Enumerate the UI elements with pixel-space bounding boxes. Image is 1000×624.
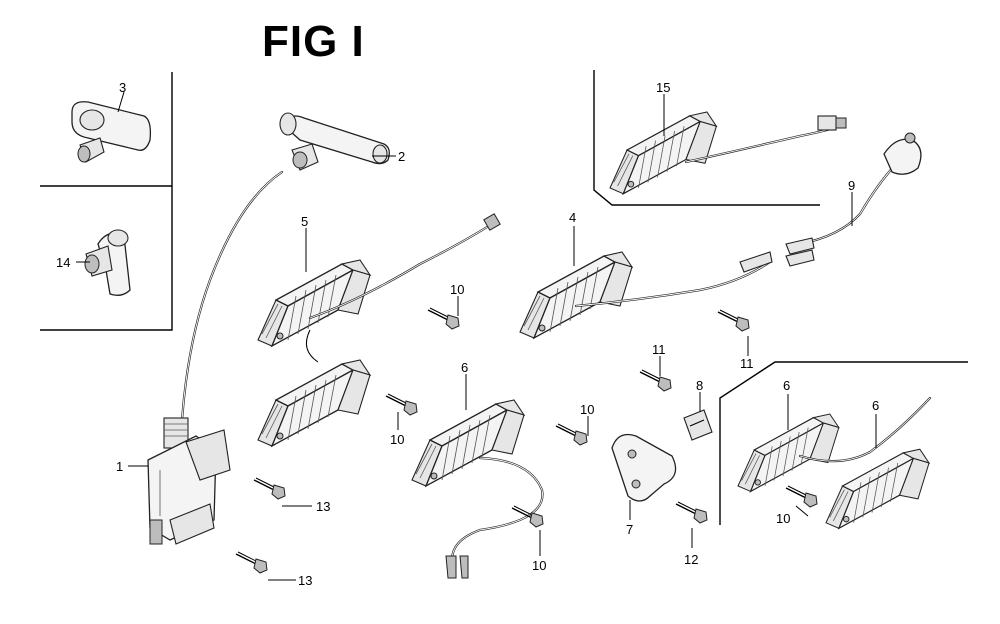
callout-10-e: 10 <box>776 511 790 526</box>
bolt-13-b <box>235 551 268 574</box>
bolt-11-b <box>639 369 672 392</box>
bolt-10-d <box>511 505 544 528</box>
callout-labels: 3 2 1 5 4 6 15 9 14 10 10 10 10 10 11 11… <box>56 80 879 588</box>
panel-frames <box>40 70 968 525</box>
part-charge-coil-15 <box>609 111 718 195</box>
part-plug-cap-3 <box>71 101 152 163</box>
part-charge-coil-4 <box>519 251 633 339</box>
callout-11-b: 11 <box>652 342 666 357</box>
callout-15: 15 <box>656 80 670 95</box>
callout-3: 3 <box>119 80 126 95</box>
callout-2: 2 <box>398 149 405 164</box>
callout-8: 8 <box>696 378 703 393</box>
callout-14: 14 <box>56 255 70 270</box>
part-ignition-coil-1 <box>147 170 284 545</box>
callout-4: 4 <box>569 210 576 225</box>
bolt-12 <box>675 501 708 524</box>
callout-12: 12 <box>684 552 698 567</box>
callout-6-inset-a: 6 <box>783 378 790 393</box>
part-plug-cap-14 <box>84 229 131 296</box>
bolt-10-a <box>427 307 460 330</box>
part-charge-coil-5 <box>257 259 371 347</box>
callout-10-a: 10 <box>450 282 464 297</box>
part-grommet-8 <box>683 409 713 441</box>
figure-title: FIG I <box>262 17 365 66</box>
bolt-13-a <box>253 477 286 500</box>
bolt-10-e <box>785 485 818 508</box>
coil-wires <box>305 115 932 579</box>
part-wire-harness-9 <box>785 132 922 267</box>
frame-left-inset <box>40 72 173 331</box>
callout-13-b: 13 <box>298 573 312 588</box>
part-charge-coil-5-lower <box>257 359 371 447</box>
callout-10-d: 10 <box>532 558 546 573</box>
bolt-10-b <box>385 393 418 416</box>
callout-11-a: 11 <box>740 356 754 371</box>
callout-5: 5 <box>301 214 308 229</box>
frame-bottom-right-inset <box>719 361 968 525</box>
leader-lines <box>76 91 877 581</box>
callout-13-a: 13 <box>316 499 330 514</box>
callout-6-inset-b: 6 <box>872 398 879 413</box>
part-bracket-7 <box>611 433 677 502</box>
frame-top-right-inset <box>593 70 820 206</box>
callout-9: 9 <box>848 178 855 193</box>
part-plug-cap-2 <box>279 112 390 171</box>
callout-6-center: 6 <box>461 360 468 375</box>
bolt-10-c <box>555 423 588 446</box>
bolt-11-a <box>717 309 750 332</box>
callout-7: 7 <box>626 522 633 537</box>
callout-10-c: 10 <box>580 402 594 417</box>
part-charge-coil-6 <box>411 399 525 487</box>
callout-10-b: 10 <box>390 432 404 447</box>
callout-1: 1 <box>116 459 123 474</box>
